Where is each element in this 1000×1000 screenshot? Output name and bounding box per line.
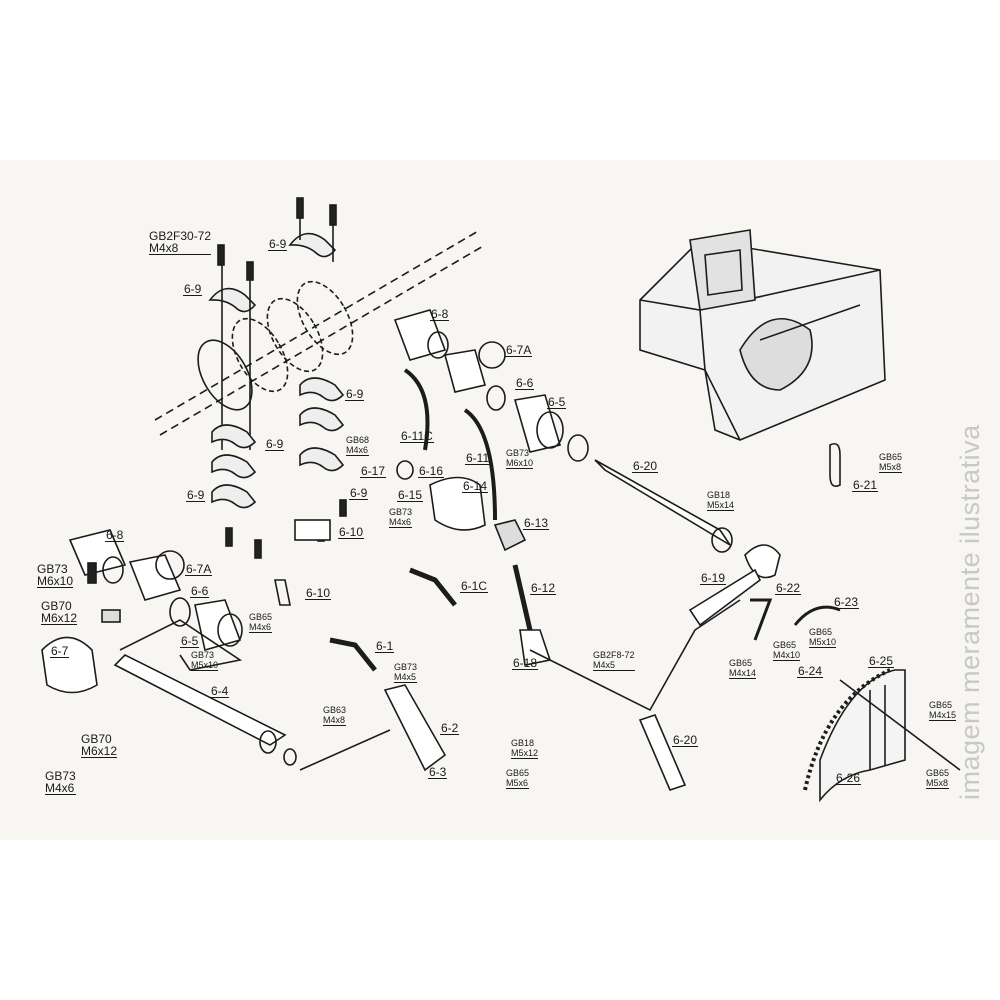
part-label: 6-7 (50, 644, 70, 658)
part-label: 6-18 (512, 656, 539, 670)
part-label: 6-23 (833, 595, 860, 609)
part-label: 6-20 (632, 459, 659, 473)
part-label: 6-15 (397, 488, 424, 502)
part-label: 6-20 (672, 733, 699, 747)
part-label: 6-7A (185, 562, 213, 576)
bearing-caps (208, 197, 347, 559)
part-label: 6-3 (428, 765, 448, 779)
part-label: 6-6 (190, 584, 210, 598)
part-label: 6-1 (375, 639, 395, 653)
part-label: 6-5 (180, 634, 200, 648)
left-parts (41, 529, 297, 766)
part-label: 6-17 (360, 464, 387, 478)
part-label: 6-9 (183, 282, 203, 296)
part-label: 6-22 (775, 581, 802, 595)
center-parts (274, 309, 741, 791)
part-label: 6-16 (418, 464, 445, 478)
part-label: 6-10 (338, 525, 365, 539)
main-camshaft (154, 229, 486, 436)
part-label: 6-19 (700, 571, 727, 585)
part-label: 6-13 (523, 516, 550, 530)
part-label: 6-10 (305, 586, 332, 600)
watermark-text: imagem meramente ilustrativa (955, 424, 985, 800)
part-label: 6-8 (430, 307, 450, 321)
part-label: 6-4 (210, 684, 230, 698)
part-label: 6-12 (530, 581, 557, 595)
part-label: 6-14 (462, 479, 489, 493)
part-label: 6-9 (345, 387, 365, 401)
part-label: 6-24 (797, 664, 824, 678)
part-label: 6-26 (835, 771, 862, 785)
part-label: 6-21 (852, 478, 879, 492)
part-label: 6-9 (265, 437, 285, 451)
part-label: 6-8 (105, 528, 125, 542)
part-label: 6-5 (547, 395, 567, 409)
part-label: 6-9 (268, 237, 288, 251)
part-label: 6-11C (400, 429, 434, 443)
part-label: 6-2 (440, 721, 460, 735)
right-parts (688, 442, 961, 803)
part-label: 6-9 (186, 488, 206, 502)
part-label: 6-25 (868, 654, 895, 668)
part-label: 6-7A (505, 343, 533, 357)
part-label: 6-11 (465, 451, 491, 465)
part-label: 6-9 (349, 486, 369, 500)
gearbox-housing (639, 229, 886, 441)
part-label: 6-1C (460, 579, 489, 593)
part-label: 6-6 (515, 376, 535, 390)
